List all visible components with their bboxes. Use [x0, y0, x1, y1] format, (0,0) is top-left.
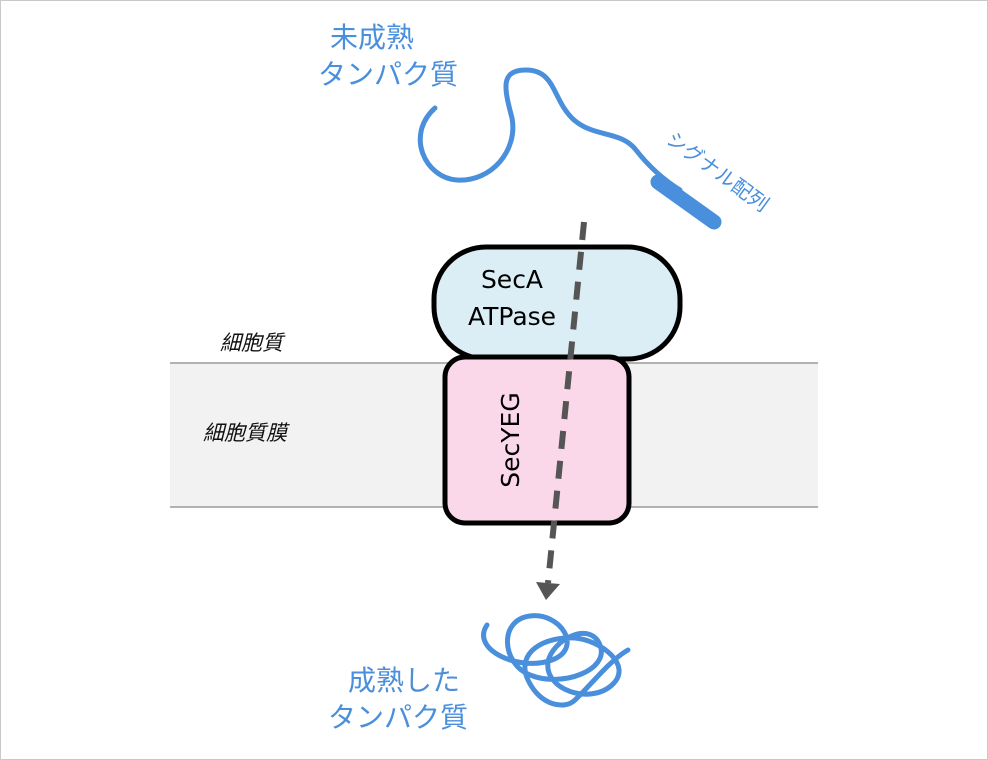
- secyeg-channel: [442, 354, 632, 526]
- secyeg-label: SecYEG: [496, 392, 525, 487]
- translocation-arrowhead: [536, 582, 560, 600]
- cell-membrane-label: 細胞質膜: [203, 421, 290, 445]
- signal-sequence-segment: [650, 174, 722, 230]
- seca-label-line2: ATPase: [468, 302, 556, 331]
- seca-label-line1: SecA: [481, 265, 543, 294]
- mature-protein-label-line1: 成熟した: [348, 664, 460, 697]
- immature-protein-label-line1: 未成熟: [330, 21, 414, 54]
- translocation-path-arrow: [545, 221, 587, 584]
- immature-protein-label-line2: タンパク質: [318, 58, 458, 91]
- cytoplasm-label: 細胞質: [220, 331, 286, 355]
- mature-protein-label-line2: タンパク質: [328, 701, 468, 734]
- mature-protein-tangle: [481, 613, 631, 708]
- immature-protein-chain: [417, 67, 683, 193]
